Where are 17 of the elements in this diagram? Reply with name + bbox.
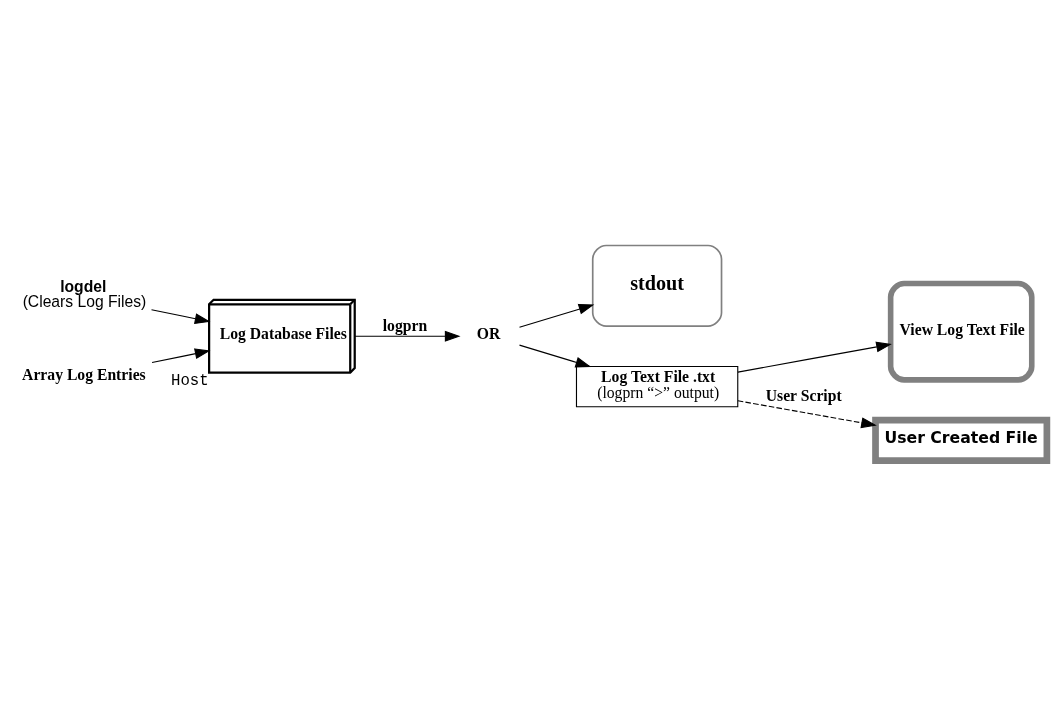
- node-box: View Log Text File: [887, 280, 1035, 383]
- arrow: [151, 347, 211, 363]
- arrow: [150, 308, 211, 324]
- edge-label: logprn: [382, 316, 428, 334]
- node-text: OR: [476, 324, 501, 342]
- node-box: User Created File: [872, 416, 1051, 464]
- node-label: Host: [171, 371, 209, 390]
- node-box: Log Text File .txt (logprn “>” output): [575, 365, 739, 407]
- node-text: Array Log Entries: [22, 365, 146, 383]
- edge-label: User Script: [765, 386, 842, 404]
- arrow: [737, 399, 877, 428]
- arrow: [354, 330, 461, 342]
- arrow: [518, 344, 592, 368]
- node-box: stdout: [591, 244, 723, 327]
- arrow: [518, 303, 595, 328]
- arrow: [737, 341, 892, 373]
- node-text: logdel (Clears Log Files): [22, 277, 147, 310]
